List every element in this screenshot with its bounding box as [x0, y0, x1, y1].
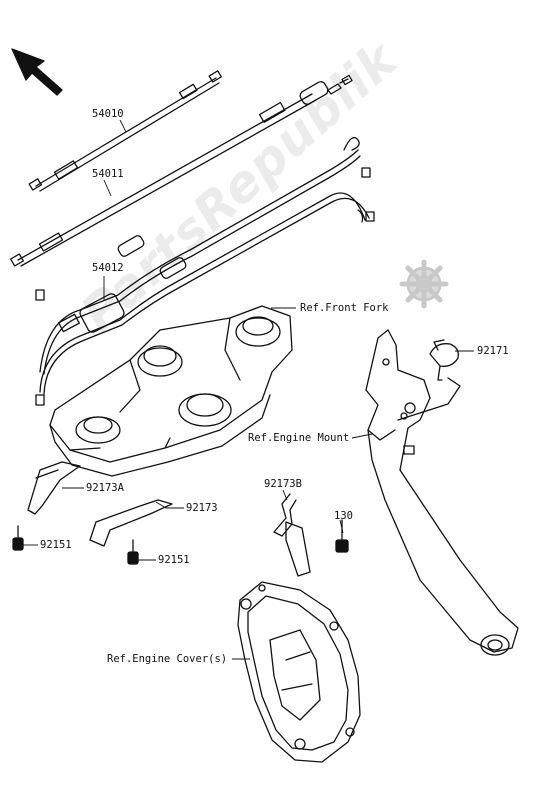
ref-label-engine-cover: Ref.Engine Cover(s) [107, 653, 228, 665]
engine-cover [237, 581, 361, 763]
part-label-92173B: 92173B [264, 478, 302, 490]
clamp-92173 [89, 499, 173, 547]
part-label-92173A: 92173A [86, 482, 124, 494]
bolt-130 [335, 519, 349, 553]
part-label-92151-mid: 92151 [158, 554, 190, 566]
clamp-92173A [27, 461, 81, 515]
clamp-92171 [429, 339, 459, 381]
cable-54011 [10, 74, 353, 267]
ref-label-front-fork: Ref.Front Fork [300, 302, 389, 314]
clamp-92173B [273, 493, 311, 577]
bolt-92151-mid [127, 539, 139, 565]
steering-stem-triple-clamp [49, 305, 293, 477]
ref-label-engine-mount: Ref.Engine Mount [248, 432, 350, 444]
leader-54010 [119, 119, 127, 133]
part-label-54010: 54010 [92, 108, 124, 120]
leader-92173 [155, 501, 167, 509]
part-label-92171: 92171 [477, 345, 509, 357]
part-label-130: 130 [334, 510, 353, 522]
leader-54011 [103, 179, 112, 197]
bolt-92151-left [12, 525, 24, 551]
leader-engine-mount [351, 433, 373, 439]
gear-watermark-icon [399, 259, 449, 309]
front-direction-arrow-icon [11, 48, 63, 96]
cable-54012 [35, 136, 375, 406]
engine-mount-bracket [365, 329, 519, 656]
part-label-54012: 54012 [92, 262, 124, 274]
leader-130 [339, 519, 344, 534]
leader-92173B [282, 489, 288, 501]
part-label-92173: 92173 [186, 502, 218, 514]
part-label-54011: 54011 [92, 168, 124, 180]
part-label-92151-left: 92151 [40, 539, 72, 551]
